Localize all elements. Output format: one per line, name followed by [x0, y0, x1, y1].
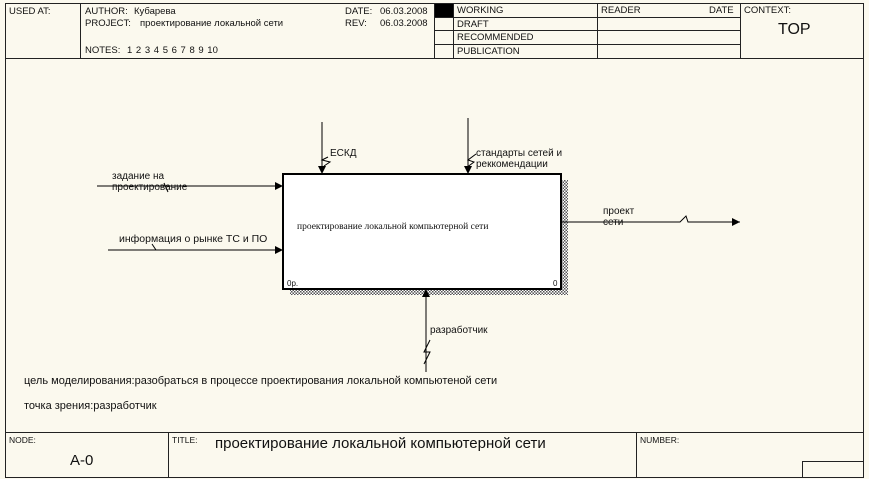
box-shadow [561, 180, 568, 295]
title-value: проектирование локальной компьютерной се… [215, 435, 546, 452]
header-divider [5, 58, 863, 59]
divider [80, 3, 81, 58]
notes-value: 1 2 3 4 5 6 7 8 9 10 [127, 45, 218, 56]
notes-label: NOTES: [85, 45, 121, 56]
squiggle [320, 156, 332, 167]
output-label: проект сети [603, 206, 635, 228]
purpose-text: цель моделирования:разобраться в процесс… [24, 375, 498, 387]
activity-cost: 0р. [287, 279, 299, 288]
input-label-2: информация о рынке ТС и ПО [119, 233, 268, 245]
reader-label: READER [601, 5, 641, 16]
divider [740, 3, 741, 58]
status-recommended: RECOMMENDED [457, 32, 534, 43]
mechanism-label: разработчик [430, 325, 488, 336]
reader-date-label: DATE [709, 5, 734, 16]
divider [636, 432, 637, 477]
number-box [802, 461, 863, 477]
author-value: Кубарева [134, 6, 176, 17]
activity-box[interactable] [282, 173, 562, 290]
output-arrow[interactable] [561, 215, 740, 226]
squiggle [151, 243, 157, 251]
divider [434, 30, 740, 31]
date-label: DATE: [345, 6, 373, 17]
divider [434, 44, 740, 45]
divider [168, 432, 169, 477]
node-value: А-0 [70, 452, 94, 469]
status-draft: DRAFT [457, 19, 489, 30]
context-label: CONTEXT: [744, 5, 791, 16]
status-working: WORKING [457, 5, 504, 16]
title-label: TITLE: [172, 435, 198, 445]
status-publication: PUBLICATION [457, 46, 520, 57]
divider [434, 17, 740, 18]
footer-divider [5, 432, 863, 433]
squiggle [163, 182, 169, 193]
rev-value: 06.03.2008 [380, 18, 428, 29]
rev-label: REV: [345, 18, 367, 29]
status-working-marker [435, 4, 453, 17]
project-value: проектирование локальной сети [140, 18, 284, 29]
squiggle [423, 339, 431, 365]
date-value: 06.03.2008 [380, 6, 428, 17]
used-at-label: USED AT: [9, 6, 51, 17]
input-label-1: задание на проектирование [112, 171, 188, 193]
control-label-1: ЕСКД [330, 148, 357, 159]
node-label: NODE: [9, 435, 36, 445]
activity-number: 0 [553, 279, 558, 288]
number-label: NUMBER: [640, 435, 680, 445]
squiggle [465, 153, 477, 169]
viewpoint-text: точка зрения:разработчик [24, 400, 157, 412]
activity-label: проектирование локальной компьютерной се… [297, 222, 489, 232]
author-label: AUTHOR: [85, 6, 128, 17]
context-value: TOP [778, 21, 811, 38]
control-label-2: стандарты сетей и реккомендации [476, 148, 563, 170]
project-label: PROJECT: [85, 18, 131, 29]
